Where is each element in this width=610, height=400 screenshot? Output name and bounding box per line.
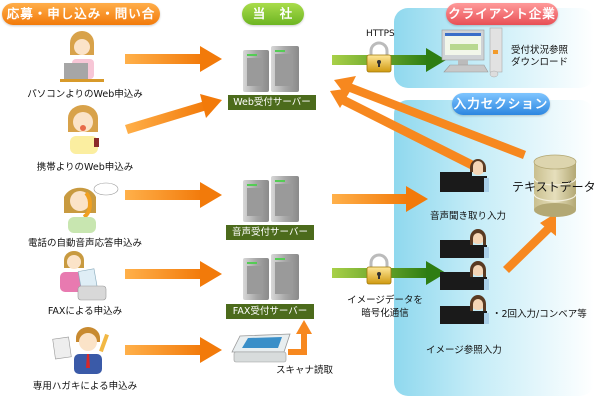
encrypted-label-line2: 暗号化通信 — [361, 308, 409, 319]
applicant-label-pc: パソコンよりのWeb申込み — [27, 89, 143, 100]
applicant-label-phone: 電話の自動音声応答申込み — [27, 238, 142, 249]
lock-icon-encrypted — [366, 253, 392, 285]
arrow-postcard-to-scanner — [125, 337, 222, 363]
arrow-voice-server-to-input — [332, 186, 428, 212]
computer-icon-client — [441, 27, 503, 78]
person-with-mobile-phone-icon — [68, 105, 99, 154]
server-icon-voice — [243, 176, 299, 222]
encrypted-label-line1: イメージデータを — [347, 295, 423, 306]
arrow-scanner-to-fax-server — [288, 320, 312, 355]
operator-icon-image-2 — [440, 261, 489, 290]
database-icon-text-data — [533, 154, 577, 217]
section-input: 入力セクション — [452, 93, 550, 115]
web-server-label: Web受付サーバー — [228, 95, 316, 110]
person-with-laptop-icon — [60, 31, 104, 82]
voice-server-label: 音声受付サーバー — [226, 225, 314, 240]
voice-input-label: 音声聞き取り入力 — [430, 211, 507, 222]
arrow-mobile-to-web-server — [125, 94, 222, 134]
input-section-band — [394, 100, 594, 396]
client-text-download: ダウンロード — [511, 57, 569, 68]
operator-icon-image-3 — [440, 295, 489, 324]
section-client: クライアント企業 — [446, 3, 558, 25]
person-with-postcard-icon — [52, 327, 109, 374]
fax-server-label: FAX受付サーバー — [226, 304, 314, 319]
person-with-fax-icon — [60, 251, 107, 301]
operator-icon-voice — [440, 159, 489, 192]
operator-icon-image-1 — [440, 229, 489, 258]
person-on-telephone-icon — [64, 182, 119, 233]
arrow-fax-to-fax-server — [125, 261, 222, 287]
applicant-label-mobile: 携帯よりのWeb申込み — [36, 162, 134, 173]
arrow-pc-to-web-server — [125, 46, 222, 72]
image-input-label: イメージ参照入力 — [426, 345, 502, 356]
section-company: 当 社 — [242, 3, 304, 25]
arrow-image-input-to-database — [503, 213, 556, 273]
scanner-icon — [231, 333, 291, 363]
arrow-database-to-web-server — [334, 76, 526, 159]
https-label: HTTPS — [366, 29, 395, 39]
server-icon-fax — [243, 254, 299, 300]
scanner-label: スキャナ読取 — [276, 365, 334, 376]
database-label: テキストデータ — [512, 180, 596, 194]
applicant-label-fax: FAXによる申込み — [47, 306, 123, 317]
client-text-status: 受付状況参照 — [511, 45, 569, 56]
server-icon-web — [243, 46, 299, 92]
lock-icon-https — [366, 41, 392, 73]
applicant-label-postcard: 専用ハガキによる申込み — [32, 381, 138, 392]
image-input-note: ・2回入力/コンベア等 — [492, 309, 587, 320]
arrow-phone-to-voice-server — [125, 182, 222, 208]
